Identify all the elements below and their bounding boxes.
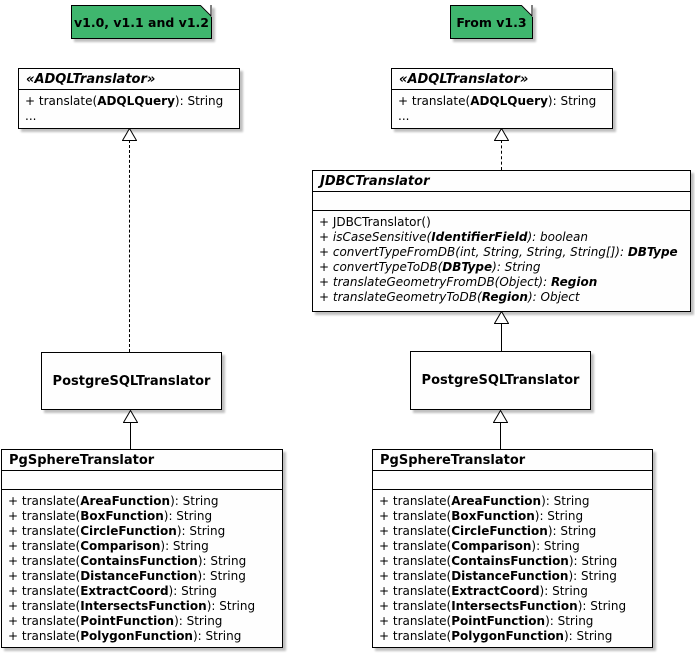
fields-compartment (373, 471, 652, 490)
method-row: + translate(DistanceFunction): String (8, 569, 246, 583)
note-text: v1.0, v1.1 and v1.2 (74, 14, 209, 30)
realization-edge-right (501, 140, 502, 170)
methods-compartment: + translate(AreaFunction): String+ trans… (2, 490, 282, 648)
method-row: + translate(PolygonFunction): String (8, 629, 242, 643)
extends-edge-right-lower (500, 422, 501, 449)
class-postgresqltranslator-left: PostgreSQLTranslator (41, 352, 222, 410)
note-versions-right: From v1.3 (450, 5, 533, 39)
method-row: + translate(CircleFunction): String (379, 524, 597, 538)
methods-compartment: + JDBCTranslator()+ isCaseSensitive(Iden… (313, 211, 690, 309)
method-row: + translate(ExtractCoord): String (8, 584, 217, 598)
methods-compartment: + translate(AreaFunction): String+ trans… (373, 490, 652, 648)
method-row: + convertTypeFromDB(int, String, String,… (319, 245, 678, 259)
methods-compartment: + translate(ADQLQuery): String... (19, 90, 239, 128)
method-row: + translate(Comparison): String (8, 539, 209, 553)
method-row: + translate(PointFunction): String (8, 614, 223, 628)
method-row: + JDBCTranslator() (319, 215, 431, 229)
class-adqltranslator-left: «ADQLTranslator» + translate(ADQLQuery):… (18, 68, 240, 129)
method-row: + convertTypeToDB(DBType): String (319, 260, 541, 274)
class-title: «ADQLTranslator» (19, 69, 239, 90)
method-row: + translate(IntersectsFunction): String (379, 599, 627, 613)
method-row: + translate(PolygonFunction): String (379, 629, 613, 643)
method-row: + translate(AreaFunction): String (379, 494, 590, 508)
class-title: «ADQLTranslator» (392, 69, 612, 90)
class-pgspheretranslator-right: PgSphereTranslator + translate(AreaFunct… (372, 449, 653, 648)
method-row: + translate(BoxFunction): String (379, 509, 584, 523)
class-postgresqltranslator-right: PostgreSQLTranslator (410, 351, 591, 410)
class-jdbctranslator: JDBCTranslator + JDBCTranslator()+ isCas… (312, 170, 691, 312)
method-row: ... (25, 109, 37, 123)
method-row: + translate(BoxFunction): String (8, 509, 213, 523)
note-versions-left: v1.0, v1.1 and v1.2 (71, 5, 212, 39)
method-row: + translate(IntersectsFunction): String (8, 599, 256, 613)
method-row: + translate(PointFunction): String (379, 614, 594, 628)
method-row: + translate(DistanceFunction): String (379, 569, 617, 583)
method-row: + translate(ContainsFunction): String (379, 554, 618, 568)
method-row: + translate(AreaFunction): String (8, 494, 219, 508)
method-row: + translate(ExtractCoord): String (379, 584, 588, 598)
class-title: PgSphereTranslator (373, 450, 652, 471)
method-row: ... (398, 109, 410, 123)
fields-compartment (313, 192, 690, 211)
method-row: + translate(ContainsFunction): String (8, 554, 247, 568)
fields-compartment (2, 471, 282, 490)
extends-edge-right-upper (501, 323, 502, 351)
method-row: + translateGeometryToDB(Region): Object (319, 290, 580, 304)
extends-edge-left (130, 422, 131, 449)
method-row: + translate(Comparison): String (379, 539, 580, 553)
class-title: PostgreSQLTranslator (52, 373, 211, 389)
method-row: + translateGeometryFromDB(Object): Regio… (319, 275, 598, 289)
realization-edge-left (129, 140, 130, 352)
note-text: From v1.3 (456, 14, 527, 30)
method-row: + translate(ADQLQuery): String (398, 94, 597, 108)
note-fold-icon (521, 5, 533, 17)
method-row: + translate(ADQLQuery): String (25, 94, 224, 108)
class-title: PgSphereTranslator (2, 450, 282, 471)
method-row: + translate(CircleFunction): String (8, 524, 226, 538)
class-pgspheretranslator-left: PgSphereTranslator + translate(AreaFunct… (1, 449, 283, 648)
class-adqltranslator-right: «ADQLTranslator» + translate(ADQLQuery):… (391, 68, 613, 129)
class-title: JDBCTranslator (313, 171, 690, 192)
methods-compartment: + translate(ADQLQuery): String... (392, 90, 612, 128)
class-title: PostgreSQLTranslator (421, 373, 580, 388)
method-row: + isCaseSensitive(IdentifierField): bool… (319, 230, 588, 244)
note-fold-icon (200, 5, 212, 17)
